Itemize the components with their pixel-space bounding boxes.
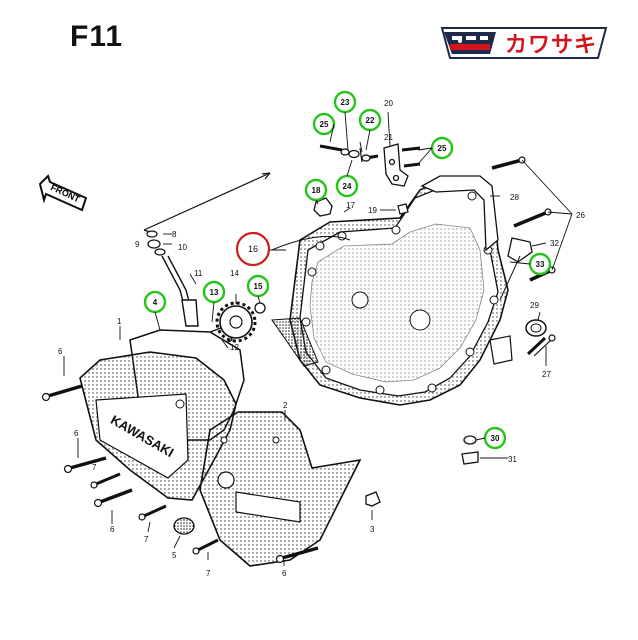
label-19: 19 <box>368 206 377 215</box>
washer-stack <box>319 144 371 163</box>
front-arrow: FRONT <box>38 174 88 212</box>
svg-text:22: 22 <box>366 116 375 125</box>
part-3-nut <box>365 491 381 507</box>
label-6b: 6 <box>74 429 79 438</box>
svg-text:23: 23 <box>341 98 350 107</box>
callout-30: 30 <box>483 426 507 450</box>
part-2-lower-cover <box>199 411 362 567</box>
callout-15: 15 <box>246 274 270 298</box>
svg-text:13: 13 <box>210 288 219 297</box>
label-10: 10 <box>178 243 187 252</box>
label-7b: 7 <box>144 535 149 544</box>
part-28 <box>420 175 499 252</box>
callout-25a: 25 <box>312 112 336 136</box>
parts-30-31 <box>461 435 479 465</box>
label-6a: 6 <box>58 347 63 356</box>
page-title: F11 <box>70 20 124 53</box>
callout-4: 4 <box>143 290 167 314</box>
callout-22: 22 <box>358 108 382 132</box>
callout-18: 18 <box>304 178 328 202</box>
part-11-cable <box>161 255 199 327</box>
svg-text:33: 33 <box>536 260 545 269</box>
label-17: 17 <box>346 201 355 210</box>
svg-text:18: 18 <box>312 186 321 195</box>
callout-13: 13 <box>202 280 226 304</box>
label-8: 8 <box>172 230 177 239</box>
callout-25b: 25 <box>430 136 454 160</box>
brand-text: カワサキ <box>505 33 598 58</box>
callout-24: 24 <box>335 174 359 198</box>
label-3: 3 <box>370 525 375 534</box>
part-32 <box>499 237 533 301</box>
right-cover <box>271 177 513 406</box>
label-31: 31 <box>508 455 517 464</box>
callout-16: 16 <box>235 231 271 267</box>
part-27 <box>526 334 556 357</box>
parts-8-9-10 <box>146 230 166 256</box>
label-21: 21 <box>384 133 393 142</box>
label-6d: 6 <box>282 569 287 578</box>
label-28: 28 <box>510 193 519 202</box>
part-14-gear <box>215 301 257 343</box>
label-7a: 7 <box>92 463 97 472</box>
kawasaki-logo <box>440 27 608 59</box>
svg-text:30: 30 <box>491 434 500 443</box>
part-18-nut <box>313 197 333 217</box>
bracket-20 <box>362 143 421 187</box>
svg-text:15: 15 <box>254 282 263 291</box>
callout-23: 23 <box>333 90 357 114</box>
part-19-nut <box>397 203 409 215</box>
label-32: 32 <box>550 239 559 248</box>
direction-line <box>143 172 271 233</box>
green-callouts: 4 13 15 18 22 23 24 25 25 30 33 <box>143 90 552 450</box>
svg-text:25: 25 <box>438 144 447 153</box>
label-20: 20 <box>384 99 393 108</box>
label-27: 27 <box>542 370 551 379</box>
label-14: 14 <box>230 269 239 278</box>
green-callout-leaders <box>154 111 531 441</box>
label-2: 2 <box>283 401 288 410</box>
svg-text:16: 16 <box>248 244 258 254</box>
label-12: 12 <box>230 343 239 352</box>
part-labels: 8 9 10 11 14 12 1 2 3 5 6 6 6 6 7 7 7 17… <box>58 99 585 578</box>
svg-text:24: 24 <box>343 182 352 191</box>
label-6c: 6 <box>110 525 115 534</box>
label-9: 9 <box>135 240 140 249</box>
label-26: 26 <box>576 211 585 220</box>
label-7c: 7 <box>206 569 211 578</box>
label-11: 11 <box>194 269 203 278</box>
label-5: 5 <box>172 551 177 560</box>
left-cover: KAWASAKI <box>79 351 237 501</box>
leader-lines <box>63 111 573 566</box>
part-5-cap <box>173 517 195 535</box>
svg-text:4: 4 <box>153 298 158 307</box>
part-15-washer <box>254 302 266 314</box>
svg-text:25: 25 <box>320 120 329 129</box>
label-29: 29 <box>530 301 539 310</box>
label-1: 1 <box>117 317 122 326</box>
callout-33: 33 <box>528 252 552 276</box>
bolts-6-7 <box>41 384 319 564</box>
